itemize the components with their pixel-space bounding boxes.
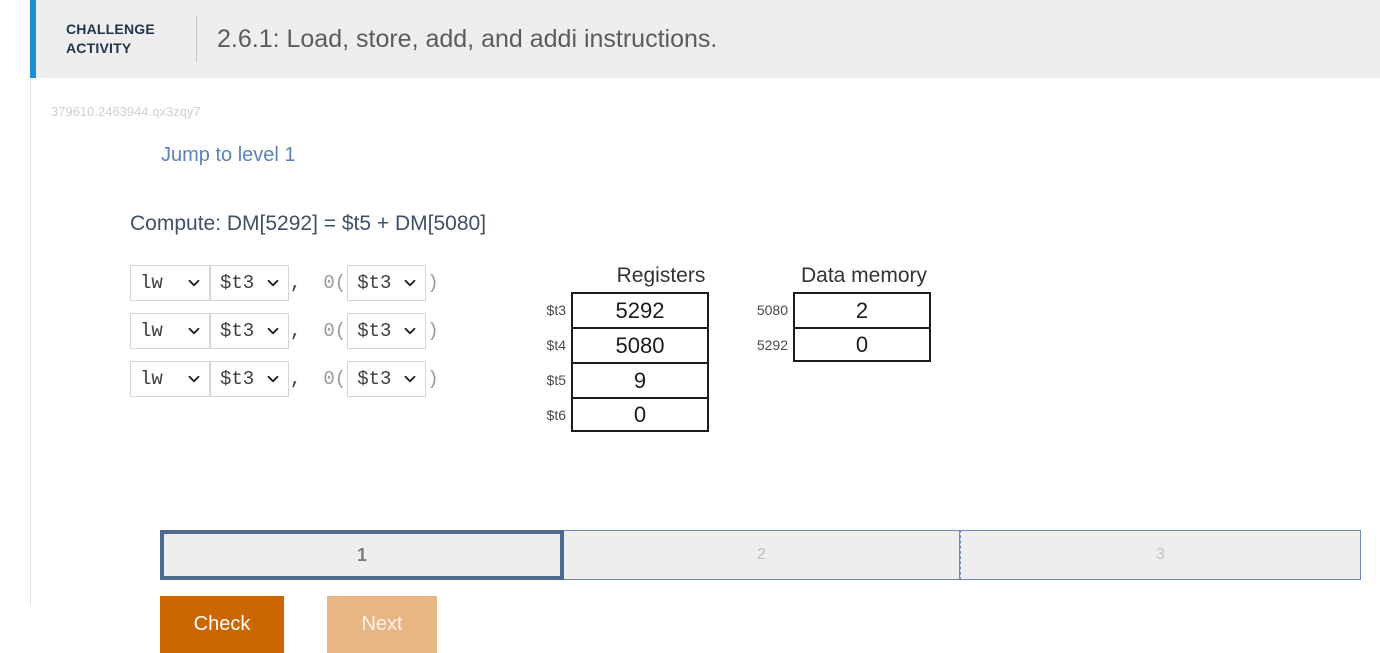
instruction-list: lw $t3 , 0( $t3 ) (130, 264, 439, 408)
opcode-select-1[interactable]: lw (130, 265, 210, 301)
rt-register-select-3[interactable]: $t3 (210, 361, 289, 397)
instruction-row: lw $t3 , 0( $t3 ) (130, 264, 439, 302)
memory-value: 2 (793, 292, 931, 327)
header-kicker: CHALLENGE ACTIVITY (66, 21, 155, 56)
table-row: $t5 9 (531, 362, 750, 397)
closing-paren: ) (427, 368, 439, 390)
chevron-down-icon (267, 373, 279, 385)
register-value: 5292 (571, 292, 709, 327)
memory-address-label: 5080 (756, 301, 788, 318)
instruction-row: lw $t3 , 0( $t3 ) (130, 360, 439, 398)
offset-literal: 0( (323, 272, 347, 294)
page-title: 2.6.1: Load, store, add, and addi instru… (217, 24, 718, 53)
instruction-row: lw $t3 , 0( $t3 ) (130, 312, 439, 350)
rt-register-select-1[interactable]: $t3 (210, 265, 289, 301)
memory-address-label: 5292 (756, 336, 788, 353)
base-register-select-1-value: $t3 (357, 272, 392, 294)
rt-register-select-2[interactable]: $t3 (210, 313, 289, 349)
opcode-select-2-value: lw (140, 320, 163, 342)
chevron-down-icon (404, 277, 416, 289)
action-buttons: Check Next (160, 596, 437, 653)
register-label: $t3 (546, 301, 566, 318)
base-register-select-1[interactable]: $t3 (347, 265, 427, 301)
register-label: $t6 (546, 406, 566, 423)
table-row: $t4 5080 (531, 327, 750, 362)
table-row: 5080 2 (731, 292, 954, 327)
header-accent-bar (30, 0, 36, 78)
chevron-down-icon (188, 373, 200, 385)
registers-table: Registers $t3 5292 $t4 5080 $t5 9 $t6 0 (531, 264, 750, 432)
instruction-comma: , (290, 320, 302, 342)
base-register-select-2[interactable]: $t3 (347, 313, 427, 349)
chevron-down-icon (267, 325, 279, 337)
data-memory-table: Data memory 5080 2 5292 0 (731, 264, 954, 362)
closing-paren: ) (427, 320, 439, 342)
register-value: 0 (571, 397, 709, 432)
activity-id: 379610.2463944.qx3zqy7 (51, 104, 201, 119)
base-register-select-3[interactable]: $t3 (347, 361, 427, 397)
chevron-down-icon (188, 325, 200, 337)
rt-register-select-3-value: $t3 (220, 368, 255, 390)
progress-bar: 1 2 3 (160, 530, 1361, 580)
register-label: $t4 (546, 336, 566, 353)
opcode-select-1-value: lw (140, 272, 163, 294)
registers-caption: Registers (616, 264, 706, 287)
progress-step-3[interactable]: 3 (960, 530, 1361, 580)
data-memory-caption: Data memory (800, 264, 928, 287)
table-row: $t3 5292 (531, 292, 750, 327)
instruction-comma: , (290, 272, 302, 294)
register-label: $t5 (546, 371, 566, 388)
offset-literal: 0( (323, 368, 347, 390)
table-row: $t6 0 (531, 397, 750, 432)
base-register-select-2-value: $t3 (357, 320, 392, 342)
progress-step-2[interactable]: 2 (564, 530, 960, 580)
instruction-comma: , (290, 368, 302, 390)
progress-step-1[interactable]: 1 (160, 530, 564, 580)
activity-panel: 379610.2463944.qx3zqy7 Jump to level 1 C… (30, 78, 1380, 653)
opcode-select-3-value: lw (140, 368, 163, 390)
chevron-down-icon (404, 325, 416, 337)
rt-register-select-1-value: $t3 (220, 272, 255, 294)
rt-register-select-2-value: $t3 (220, 320, 255, 342)
offset-literal: 0( (323, 320, 347, 342)
compute-prompt: Compute: DM[5292] = $t5 + DM[5080] (130, 212, 487, 235)
challenge-activity-header: CHALLENGE ACTIVITY 2.6.1: Load, store, a… (30, 0, 1380, 78)
register-value: 5080 (571, 327, 709, 362)
opcode-select-2[interactable]: lw (130, 313, 210, 349)
closing-paren: ) (427, 272, 439, 294)
next-button[interactable]: Next (327, 596, 437, 653)
opcode-select-3[interactable]: lw (130, 361, 210, 397)
chevron-down-icon (404, 373, 416, 385)
register-value: 9 (571, 362, 709, 397)
chevron-down-icon (188, 277, 200, 289)
table-row: 5292 0 (731, 327, 954, 362)
chevron-down-icon (267, 277, 279, 289)
base-register-select-3-value: $t3 (357, 368, 392, 390)
jump-to-level-link[interactable]: Jump to level 1 (161, 144, 296, 166)
memory-value: 0 (793, 327, 931, 362)
header-divider (196, 16, 197, 62)
check-button[interactable]: Check (160, 596, 284, 653)
